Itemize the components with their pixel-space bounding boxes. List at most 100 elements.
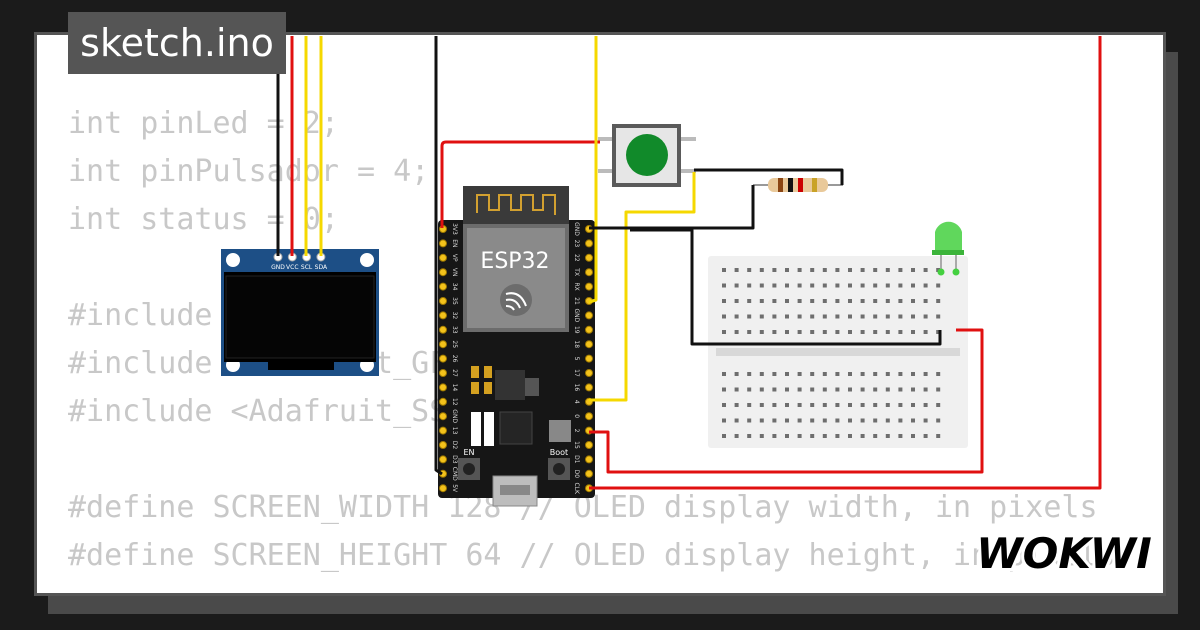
esp32-pin-left[interactable] [439,455,447,464]
oled-pin-label: GND [271,264,285,271]
esp32-pin-right[interactable] [585,369,593,377]
breadboard-hole [873,403,878,407]
esp32-pin-left[interactable] [439,297,447,305]
breadboard-center-channel [716,348,960,356]
esp32-pin-left[interactable] [439,397,447,406]
esp32-pin-label: 26 [451,355,458,363]
esp32-pin-left[interactable] [439,412,447,421]
breadboard-hole [911,434,915,438]
breadboard-hole [759,299,764,303]
breadboard-hole [785,372,789,376]
esp32-pin-right[interactable] [585,469,593,478]
breadboard-hole [885,434,890,438]
breadboard-hole [860,403,865,407]
esp32-pin-left[interactable] [439,325,447,334]
esp32-board[interactable]: ESP32 EN [438,186,595,507]
esp32-pin-right[interactable] [585,354,593,363]
breadboard-hole [911,330,915,334]
esp32-pin-right[interactable] [585,325,593,334]
breadboard-hole [860,299,865,303]
breadboard-hole [822,434,827,438]
breadboard-hole [747,299,752,303]
esp32-pin-right[interactable] [585,311,593,320]
breadboard-hole [810,299,815,303]
breadboard-hole [923,268,928,272]
esp32-pin-right[interactable] [585,441,593,449]
boot-button-label: Boot [550,448,568,457]
breadboard-hole [722,330,726,334]
breadboard-hole [734,299,739,303]
esp32-pin-right[interactable] [585,383,593,392]
oled-mount-hole [360,253,374,267]
wire-resistor-gnd [589,185,755,230]
breadboard-hole [936,418,941,423]
breadboard-hole [885,403,890,407]
esp32-pin-right[interactable] [585,340,593,349]
breadboard-hole [722,268,726,272]
wire-esp-gnd-left [434,36,443,476]
breadboard-hole [822,387,827,392]
wire-button-resistor [694,168,844,185]
esp32-pin-left[interactable] [439,484,447,493]
breadboard-hole [848,387,852,392]
esp32-pin-left[interactable] [439,268,447,277]
breadboard-hole [923,372,928,376]
esp32-pin-label: 35 [451,297,458,305]
breadboard-hole [734,387,739,392]
esp32-pin-right[interactable] [585,412,593,421]
breadboard-hole [848,299,852,303]
breadboard-hole [772,299,777,303]
esp32-pin-left[interactable] [439,311,447,320]
breadboard-hole [785,434,789,438]
breadboard-hole [835,434,840,438]
esp32-pin-left[interactable] [439,441,447,449]
esp32-pin-left[interactable] [439,340,447,349]
breadboard-hole [785,283,789,288]
boot-button[interactable]: Boot [548,448,570,480]
esp32-pin-label: 32 [451,312,458,320]
breadboard[interactable] [708,256,968,448]
breadboard-hole [873,283,878,288]
file-tab[interactable]: sketch.ino [68,12,286,74]
breadboard-hole [747,268,752,272]
breadboard-hole [873,418,878,423]
breadboard-hole [759,434,764,438]
push-button[interactable] [598,124,696,187]
esp32-pin-left[interactable] [439,383,447,392]
esp32-pin-right[interactable] [585,253,593,262]
breadboard-hole [885,372,890,376]
breadboard-hole [835,387,840,392]
oled-mount-hole [226,253,240,267]
en-button[interactable]: EN [458,448,480,480]
esp32-pin-left[interactable] [439,282,447,291]
breadboard-hole [923,330,928,334]
esp32-pin-right[interactable] [585,455,593,464]
esp32-pin-left[interactable] [439,369,447,377]
esp32-pin-right[interactable] [585,268,593,277]
esp32-pin-left[interactable] [439,426,447,435]
breadboard-hole [835,314,840,319]
breadboard-hole [797,330,802,334]
breadboard-hole [860,283,865,288]
breadboard-hole [797,283,802,288]
esp32-pin-label: 34 [451,283,458,291]
esp32-pin-left[interactable] [439,354,447,363]
breadboard-hole [734,330,739,334]
esp32-pin-right[interactable] [585,239,593,248]
breadboard-hole [936,403,941,407]
breadboard-hole [759,372,764,376]
green-led[interactable] [932,221,964,276]
wokwi-logo: WOKWI [976,528,1155,578]
esp32-pin-right[interactable] [585,282,593,291]
breadboard-hole [734,403,739,407]
breadboard-hole [747,330,752,334]
breadboard-hole [822,330,827,334]
breadboard-hole [797,299,802,303]
esp32-pin-label: EN [451,239,458,247]
breadboard-hole [923,434,928,438]
esp32-pin-label: VN [451,268,458,277]
esp32-pin-left[interactable] [439,239,447,248]
esp32-pin-left[interactable] [439,253,447,262]
